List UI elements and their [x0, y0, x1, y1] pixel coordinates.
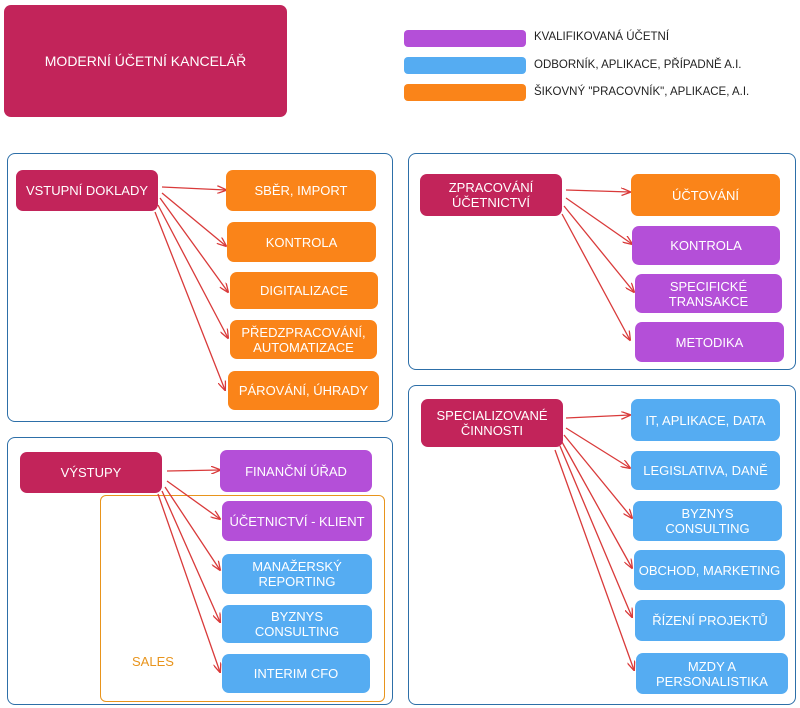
arrow — [161, 490, 220, 622]
arrow — [565, 197, 632, 244]
head-vstupni-doklady: VSTUPNÍ DOKLADY — [16, 170, 158, 211]
arrow — [563, 205, 634, 292]
item-rizeni-projektu: ŘÍZENÍ PROJEKTŮ — [635, 600, 785, 641]
arrow — [166, 480, 220, 519]
legend-swatch-orange — [404, 84, 526, 101]
arrow — [161, 192, 226, 246]
diagram-title: MODERNÍ ÚČETNÍ KANCELÁŘ — [4, 5, 287, 117]
arrow — [565, 190, 630, 192]
sales-label: SALES — [132, 654, 174, 669]
arrow — [561, 441, 632, 568]
item-legislativa-dane: LEGISLATIVA, DANĚ — [631, 451, 780, 490]
arrow — [164, 486, 220, 570]
legend-swatch-purple — [404, 30, 526, 47]
head-zpracovani-ucetnictvi: ZPRACOVÁNÍ ÚČETNICTVÍ — [420, 174, 562, 216]
item-it-aplikace-data: IT, APLIKACE, DATA — [631, 399, 780, 441]
arrow — [159, 197, 228, 292]
legend-swatch-blue — [404, 57, 526, 74]
item-digitalizace: DIGITALIZACE — [230, 272, 378, 309]
item-financni-urad: FINANČNÍ ÚŘAD — [220, 450, 372, 492]
item-byznys-consulting-spec: BYZNYS CONSULTING — [633, 501, 782, 541]
item-obchod-marketing: OBCHOD, MARKETING — [634, 550, 785, 590]
item-kontrola-ucetnictvi: KONTROLA — [632, 226, 780, 265]
arrow — [563, 434, 632, 518]
head-vystupy: VÝSTUPY — [20, 452, 162, 493]
item-predzpracovani: PŘEDZPRACOVÁNÍ, AUTOMATIZACE — [230, 320, 377, 359]
item-sber-import: SBĚR, IMPORT — [226, 170, 376, 211]
legend-label-purple: KVALIFIKOVANÁ ÚČETNÍ — [534, 31, 670, 43]
arrow — [554, 449, 634, 670]
item-interim-cfo: INTERIM CFO — [222, 654, 370, 693]
item-mzdy-personalistika: MZDY A PERSONALISTIKA — [636, 653, 788, 694]
sales-box — [100, 495, 385, 702]
item-manazersky-reporting: MANAŽERSKÝ REPORTING — [222, 554, 372, 594]
arrow — [157, 493, 220, 672]
arrow — [157, 204, 228, 338]
arrow — [565, 415, 630, 418]
arrow — [154, 211, 225, 390]
item-parovani-uhrady: PÁROVÁNÍ, ÚHRADY — [228, 371, 379, 410]
arrow — [559, 445, 632, 617]
arrow — [565, 427, 630, 468]
legend-label-orange: ŠIKOVNÝ "PRACOVNÍK", APLIKACE, A.I. — [534, 86, 750, 98]
legend-label-blue: ODBORNÍK, APLIKACE, PŘÍPADNĚ A.I. — [534, 59, 742, 71]
item-kontrola: KONTROLA — [227, 222, 376, 262]
arrow — [166, 470, 220, 471]
item-specificke-transakce: SPECIFICKÉ TRANSAKCE — [635, 274, 782, 313]
item-metodika: METODIKA — [635, 322, 784, 362]
head-specializovane-cinnosti: SPECIALIZOVANÉ ČINNOSTI — [421, 399, 563, 447]
arrow — [161, 187, 226, 190]
item-uctovani: ÚČTOVÁNÍ — [631, 174, 780, 216]
item-ucetnictvi-klient: ÚČETNICTVÍ - KLIENT — [222, 501, 372, 541]
arrow — [561, 213, 630, 340]
item-byznys-consulting: BYZNYS CONSULTING — [222, 605, 372, 643]
